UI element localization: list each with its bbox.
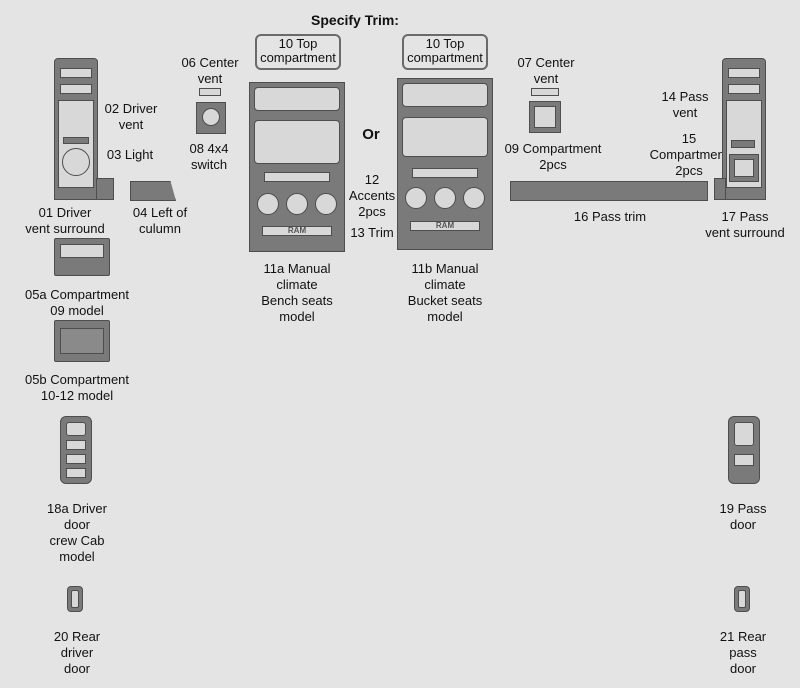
- label-13-trim: 13 Trim: [350, 225, 394, 240]
- left-of-column-part: [130, 181, 176, 201]
- label-03-light: 03 Light: [106, 147, 154, 162]
- label-01-driver-vent-surround: 01 Driver vent surround: [25, 205, 105, 236]
- label-17-pass-vent-surround: 17 Pass vent surround: [705, 209, 785, 240]
- diagram-title: Specify Trim:: [311, 12, 399, 28]
- pass-trim-part: [510, 181, 708, 201]
- label-11b-manual-climate: 11b Manual climate Bucket seats model: [407, 261, 483, 324]
- label-12-accents: 12 Accents 2pcs: [348, 172, 396, 219]
- label-08-4x4-switch: 08 4x4 switch: [189, 141, 229, 172]
- label-10-top-compartment-bench: 10 Top compartment: [255, 34, 341, 70]
- label-09-compartment: 09 Compartment 2pcs: [504, 141, 602, 172]
- center-vent-part: [199, 88, 221, 96]
- label-16-pass-trim: 16 Pass trim: [573, 209, 647, 224]
- label-04-left-of-column: 04 Left of culumn: [132, 205, 188, 236]
- rear-pass-door-part: [734, 586, 750, 612]
- rear-driver-door-part: [67, 586, 83, 612]
- label-06-center-vent: 06 Center vent: [181, 55, 239, 86]
- label-21-rear-pass-door: 21 Rear pass door: [719, 629, 767, 676]
- ram-logo-bench: RAM: [262, 226, 332, 236]
- or-separator: Or: [362, 126, 380, 143]
- label-10-top-compartment-bucket: 10 Top compartment: [402, 34, 488, 70]
- label-20-rear-driver-door: 20 Rear driver door: [53, 629, 101, 676]
- ram-logo-bucket: RAM: [410, 221, 480, 231]
- label-02-driver-vent: 02 Driver vent: [104, 101, 158, 132]
- label-14-pass-vent: 14 Pass vent: [661, 89, 709, 120]
- label-15-compartment: 15 Compartment 2pcs: [649, 131, 729, 178]
- label-18a-driver-door: 18a Driver door crew Cab model: [47, 501, 107, 564]
- label-05b-compartment: 05b Compartment 10-12 model: [24, 372, 130, 403]
- label-05a-compartment: 05a Compartment 09 model: [24, 287, 130, 318]
- label-19-pass-door: 19 Pass door: [719, 501, 767, 532]
- label-11a-manual-climate: 11a Manual climate Bench seats model: [261, 261, 333, 324]
- label-07-center-vent: 07 Center vent: [517, 55, 575, 86]
- center-vent-07-part: [531, 88, 559, 96]
